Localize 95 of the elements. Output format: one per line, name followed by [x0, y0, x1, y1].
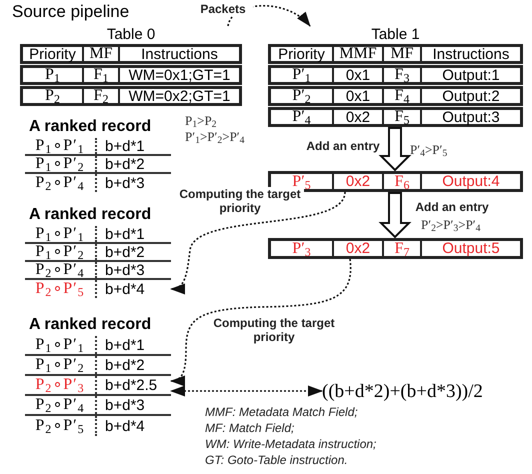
record-value: b+d*2	[104, 356, 145, 374]
hollow-arrow	[378, 127, 412, 172]
table-cell: F$_{1}$	[82, 68, 118, 82]
table-cell: 0x2	[332, 241, 382, 256]
priority-order: P′$_{4}$>P′$_{5}$	[410, 142, 448, 157]
table-title: Table 0	[106, 26, 156, 43]
record-value: b+d*2	[104, 156, 145, 172]
diagram-title: Source pipeline	[12, 2, 130, 22]
dashed-arrow	[170, 386, 323, 396]
table-cell: WM=0x2;GT=1	[118, 89, 239, 103]
record-heading: A ranked record	[29, 315, 152, 334]
record-row	[25, 262, 171, 280]
record-key: P$_{1}$∘P′$_{1}$	[25, 336, 97, 354]
record-key: P$_{2}$∘P′$_{4}$	[25, 396, 97, 414]
record-row	[25, 356, 171, 376]
table-cell: F$_{7}$	[382, 241, 420, 256]
table-row	[268, 44, 523, 64]
table-cell: Output:4	[420, 174, 520, 189]
record-row	[25, 244, 171, 262]
table-row	[268, 238, 523, 259]
record-key: P$_{2}$∘P′$_{5}$	[25, 416, 97, 436]
record-row	[25, 396, 171, 416]
record-value: b+d*1	[104, 138, 145, 154]
dashed-arrow	[170, 258, 352, 386]
table-cell-text: P′$_{5}$	[292, 174, 312, 189]
record-key: P$_{1}$∘P′$_{1}$	[25, 138, 97, 154]
record-key: P$_{2}$∘P′$_{3}$	[25, 376, 97, 394]
record-value: b+d*2.5	[104, 376, 158, 394]
record-value: b+d*4	[104, 416, 145, 436]
table-cell: 0x1	[332, 89, 382, 103]
record-key: P$_{1}$∘P′$_{1}$	[25, 226, 97, 242]
table-cell: MF	[382, 47, 420, 61]
record-row	[25, 376, 171, 396]
table-row	[20, 86, 242, 106]
table-cell-text: P′$_{2}$	[291, 89, 312, 103]
hollow-arrow	[378, 192, 412, 238]
table-cell-text: P$_{1}$	[44, 68, 61, 82]
table-cell: Instructions	[118, 47, 239, 61]
table-cell: F$_{5}$	[382, 110, 420, 124]
record-row	[25, 336, 171, 356]
record-key: P$_{2}$∘P′$_{4}$	[25, 262, 97, 278]
record-row	[25, 156, 171, 174]
priority-order: P′$_{1}$>P′$_{2}$>P′$_{4}$	[185, 129, 245, 144]
table-cell: F$_{4}$	[382, 89, 420, 103]
table-cell: 0x2	[332, 110, 382, 124]
formula-text: ((b+d*2)+(b+d*3))/2	[322, 382, 483, 400]
table-cell: Output:5	[420, 241, 520, 256]
table-cell: F$_{2}$	[82, 89, 118, 103]
table-cell: Instructions	[420, 47, 520, 61]
table-row	[268, 171, 523, 192]
record-key: P$_{1}$∘P′$_{2}$	[25, 244, 97, 260]
table-cell-text: Priority	[28, 47, 77, 61]
dashed-arrow	[170, 192, 346, 294]
record-key: P$_{2}$∘P′$_{5}$	[25, 280, 97, 298]
table-cell: F$_{3}$	[382, 68, 420, 82]
table-row	[268, 65, 523, 85]
table-cell-text: P$_{2}$	[44, 89, 61, 103]
priority-order: P′$_{2}$>P′$_{3}$>P′$_{4}$	[421, 217, 481, 232]
table-cell: Output:1	[420, 68, 520, 82]
record-value: b+d*1	[104, 336, 145, 354]
record-heading: A ranked record	[29, 117, 152, 136]
table-row	[20, 44, 242, 64]
record-row	[25, 226, 171, 244]
record-heading: A ranked record	[29, 205, 152, 224]
note-text: GT: Goto-Table instruction.	[205, 453, 348, 468]
record-row	[25, 138, 171, 156]
table-cell: MMF	[332, 47, 382, 61]
record-value: b+d*3	[104, 396, 145, 414]
record-value: b+d*1	[104, 226, 145, 242]
note-text: WM: Write-Metadata instruction;	[205, 437, 376, 452]
table-cell-text: P′$_{4}$	[291, 110, 312, 124]
table-cell: 0x1	[332, 68, 382, 82]
note-text: MF: Match Field;	[205, 421, 294, 436]
table-row	[268, 86, 523, 106]
table-cell-text: P′$_{1}$	[291, 68, 312, 82]
table-cell: Output:2	[420, 89, 520, 103]
table-cell: F$_{6}$	[382, 174, 420, 189]
record-value: b+d*3	[104, 262, 145, 278]
table-cell: WM=0x1;GT=1	[118, 68, 239, 82]
table-row	[20, 65, 242, 85]
note-text: MMF: Metadata Match Field;	[205, 405, 358, 420]
table-cell-text: P′$_{3}$	[291, 241, 312, 256]
record-value: b+d*3	[104, 174, 145, 192]
record-key: P$_{1}$∘P′$_{2}$	[25, 156, 97, 172]
table-cell: MF	[82, 47, 118, 61]
record-value: b+d*4	[104, 280, 145, 298]
record-value: b+d*2	[104, 244, 145, 260]
record-key: P$_{2}$∘P′$_{4}$	[25, 174, 97, 192]
table-row	[268, 107, 523, 127]
record-key: P$_{1}$∘P′$_{2}$	[25, 356, 97, 374]
table-title: Table 1	[371, 26, 420, 43]
table-cell: Output:3	[420, 110, 520, 124]
priority-order: P$_{1}$>P$_{2}$	[185, 113, 217, 128]
table-cell: 0x2	[332, 174, 382, 189]
table-cell-text: Priority	[277, 47, 326, 61]
